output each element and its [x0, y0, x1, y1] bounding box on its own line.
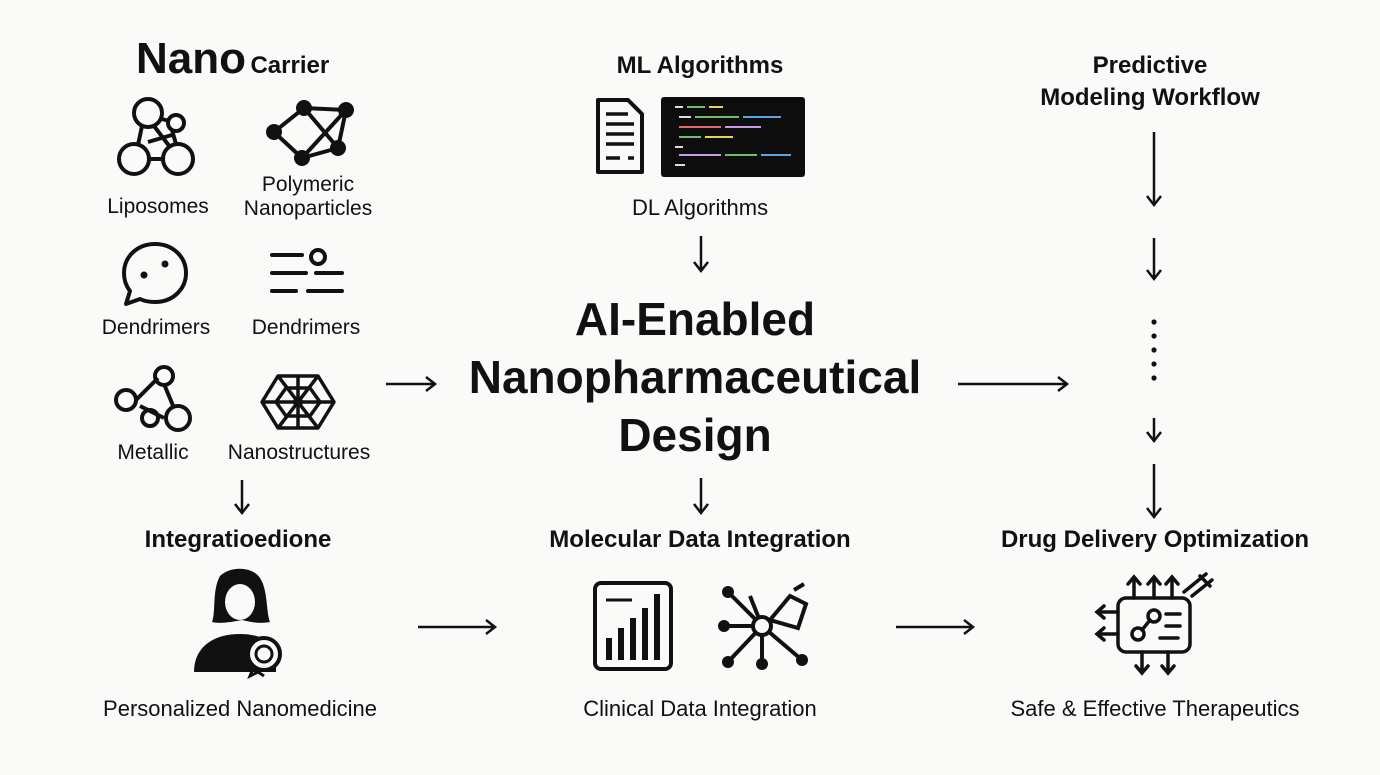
nanostructures-label: Nanostructures [227, 441, 371, 464]
arrow-down-workflow-1 [1146, 132, 1162, 208]
person-award-icon [194, 568, 282, 680]
document-icon [596, 98, 644, 174]
main-title-line3: Design [618, 409, 772, 461]
arrow-down-workflow-3 [1146, 418, 1162, 444]
nano-heading-big: Nano [136, 34, 246, 83]
carrier-heading-small: Carrier [250, 52, 330, 79]
arrow-right-title-to-workflow [958, 376, 1070, 392]
nanostructures-icon [260, 374, 336, 430]
liposomes-label: Liposomes [107, 195, 209, 218]
workflow-heading-line2: Modeling Workflow [1040, 84, 1260, 111]
polymeric-nanoparticles-icon [266, 100, 354, 166]
arrow-down-left [234, 480, 250, 516]
polymeric-label-line1: Polymeric [261, 173, 355, 196]
liposomes-icon [117, 97, 195, 176]
main-title-line2: Nanopharmaceutical [468, 351, 922, 403]
network-node-icon [718, 582, 809, 670]
clinical-label: Clinical Data Integration [583, 696, 817, 721]
arrow-right-clinical-to-therapeutics [896, 619, 976, 635]
ml-heading: ML Algorithms [616, 52, 784, 79]
arrow-down-workflow-4 [1146, 464, 1162, 520]
metallic-icon [114, 365, 192, 432]
dl-label: DL Algorithms [631, 195, 769, 220]
optimization-heading: Drug Delivery Optimization [1000, 526, 1310, 553]
dendrimers-lines-icon [270, 248, 344, 293]
metallic-label: Metallic [117, 441, 189, 464]
molecular-heading: Molecular Data Integration [549, 526, 851, 553]
arrow-right-personalized-to-clinical [418, 619, 498, 635]
integration-heading: Integratioedione [144, 526, 332, 553]
arrow-right-carriers-to-title [386, 376, 438, 392]
workflow-heading-line1: Predictive [1092, 52, 1208, 79]
code-editor-icon [661, 97, 805, 177]
nano-carrier-heading: Nano Carrier [136, 34, 329, 84]
dendrimers-bubble-icon [122, 242, 188, 306]
therapeutics-label: Safe & Effective Therapeutics [1010, 696, 1300, 721]
dendrimers-label-b: Dendrimers [251, 316, 361, 339]
drug-delivery-chip-icon [1094, 572, 1214, 676]
dendrimers-label-a: Dendrimers [101, 316, 211, 339]
main-title-line1: AI-Enabled [574, 293, 816, 345]
arrow-down-title [693, 478, 709, 516]
polymeric-label-line2: Nanoparticles [243, 197, 373, 220]
main-title: AI-Enabled Nanopharmaceutical Design [440, 290, 950, 464]
arrow-down-dl [693, 236, 709, 274]
arrow-down-workflow-2 [1146, 238, 1162, 282]
personalized-label: Personalized Nanomedicine [103, 696, 377, 721]
workflow-ellipsis-dots [1151, 319, 1157, 381]
bar-chart-icon [593, 581, 673, 671]
